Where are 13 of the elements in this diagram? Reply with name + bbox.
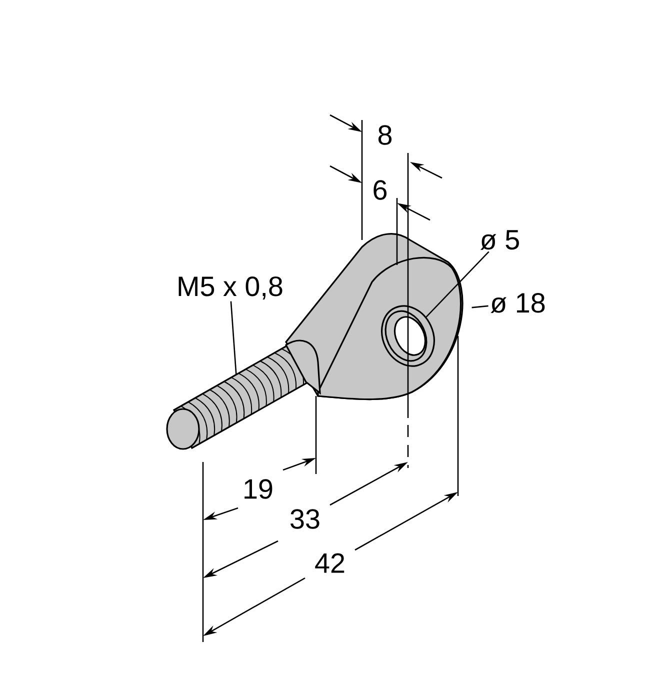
dimension-value: 19 xyxy=(244,479,272,499)
threaded-shank xyxy=(166,340,321,450)
dimension-value: 42 xyxy=(315,553,344,573)
bore-hole xyxy=(381,305,435,367)
eye-diameter-label: ø 18 xyxy=(490,293,545,313)
leader-line xyxy=(472,305,488,308)
thread-label: M5 x 0,8 xyxy=(178,276,282,300)
leader-line xyxy=(230,301,237,375)
dimension-value: 8 xyxy=(378,125,392,145)
leader-line xyxy=(426,251,490,318)
dimension-value: 33 xyxy=(290,509,320,529)
dimension-value: 6 xyxy=(374,180,387,200)
bore-label: ø 5 xyxy=(480,230,519,250)
